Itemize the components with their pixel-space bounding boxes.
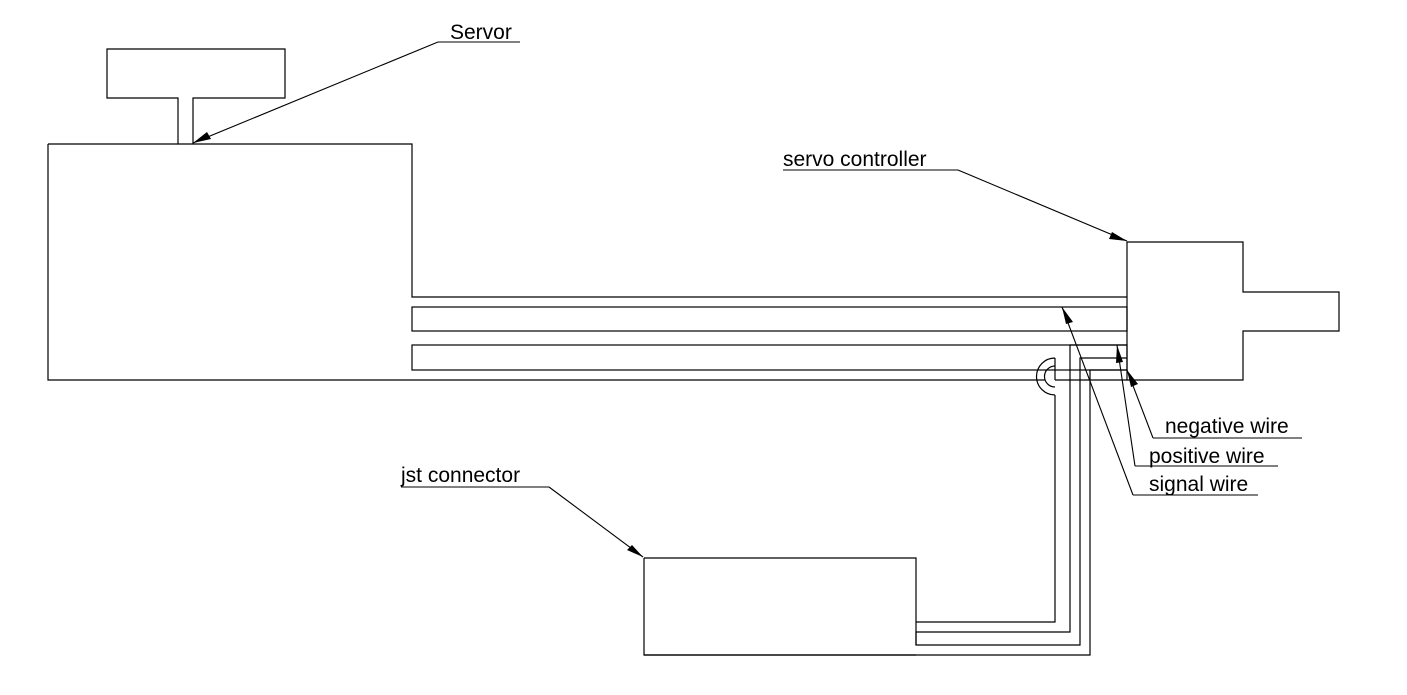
leader-servor [192,41,439,144]
servo-body [47,143,1127,381]
label-signal-wire: signal wire [1149,473,1248,496]
wire-hop-arc [1035,357,1056,396]
arrowhead-servo-controller [1109,232,1127,241]
jst-connector [643,557,917,656]
wire-channel-lower [411,344,1128,371]
wire-channel-upper [411,306,1128,332]
label-jst-connector: jst connector [400,464,520,487]
wire-hop-arc-inner [1043,365,1056,388]
leader-servo-controller [957,169,1128,242]
arrowhead-positive-wire [1116,345,1123,363]
arrowhead-signal-wire [1062,307,1073,324]
leader-signal-wire [1061,306,1134,496]
label-negative-wire: negative wire [1165,415,1289,438]
leader-positive-wire [1116,344,1136,467]
leader-jst-connector [548,486,644,558]
arrowhead-jst-connector [627,545,643,557]
wire-inner [916,358,1056,623]
servo-controller [1126,241,1340,381]
label-positive-wire: positive wire [1149,445,1265,468]
servo-horn [106,48,286,145]
arrowhead-servor [193,132,211,143]
wire-middle [915,344,1127,646]
label-servo-controller: servo controller [783,148,927,171]
label-servor: Servor [450,21,512,44]
arrowhead-negative-wire [1127,370,1138,387]
